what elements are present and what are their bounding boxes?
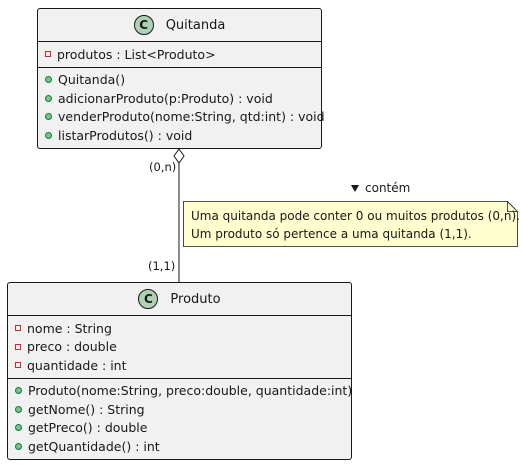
private-visibility-icon [15,362,21,369]
method: getNome() : String [8,400,351,419]
method: getPreco() : double [8,419,351,438]
class-c-icon: C [138,289,159,309]
attribute: produtos : List<Produto> [38,45,321,64]
method: adicionarProduto(p:Produto) : void [38,89,321,108]
note-fold [507,201,518,212]
note-text: Uma quitanda pode conter 0 ou muitos pro… [191,207,520,243]
public-visibility-icon [15,424,22,432]
method: venderProduto(nome:String, qtd:int) : vo… [38,108,325,127]
attributes-compartment: produtos : List<Produto> [38,41,321,67]
method: listarProdutos() : void [38,126,321,145]
class-quitanda[interactable]: C Quitanda produtos : List<Produto> Quit… [37,8,325,149]
public-visibility-icon [45,113,52,121]
public-visibility-icon [15,405,22,413]
direction-triangle-icon [351,184,359,192]
class-name: Quitanda [165,17,226,33]
note: Uma quitanda pode conter 0 ou muitos pro… [183,201,520,247]
note-line-2: Um produto só pertence a uma quitanda (1… [191,227,472,241]
note-shape [183,201,518,247]
methods-compartment: Quitanda() adicionarProduto(p:Produto) :… [38,66,325,148]
public-visibility-icon [45,94,52,102]
public-visibility-icon [15,442,22,450]
note-line-1: Uma quitanda pode conter 0 ou muitos pro… [191,209,520,223]
multiplicity-target: (1,1) [148,259,176,273]
attribute: preco : double [8,338,351,357]
attributes-compartment: nome : String preco : double quantidade … [8,315,351,378]
private-visibility-icon [15,325,21,332]
public-visibility-icon [45,131,52,139]
attribute: quantidade : int [8,356,351,375]
class-quitanda-header: C Quitanda [38,9,321,41]
class-c-icon: C [133,15,154,35]
public-visibility-icon [45,76,52,84]
method: Quitanda() [38,71,321,90]
method: Produto(nome:String, preco:double, quant… [8,382,352,401]
multiplicity-source: (0,n) [149,160,177,174]
methods-compartment: Produto(nome:String, preco:double, quant… [8,377,352,459]
class-produto[interactable]: C Produto nome : String preco : double q… [7,282,352,460]
method: getQuantidade() : int [8,437,351,456]
aggregation-diamond [173,148,185,164]
private-visibility-icon [45,51,51,58]
class-name: Produto [170,291,221,307]
attribute: nome : String [8,319,351,338]
private-visibility-icon [15,343,21,350]
association-label: contém [351,181,410,195]
class-produto-header: C Produto [8,283,351,315]
association-label-text: contém [365,181,411,195]
public-visibility-icon [15,387,22,395]
